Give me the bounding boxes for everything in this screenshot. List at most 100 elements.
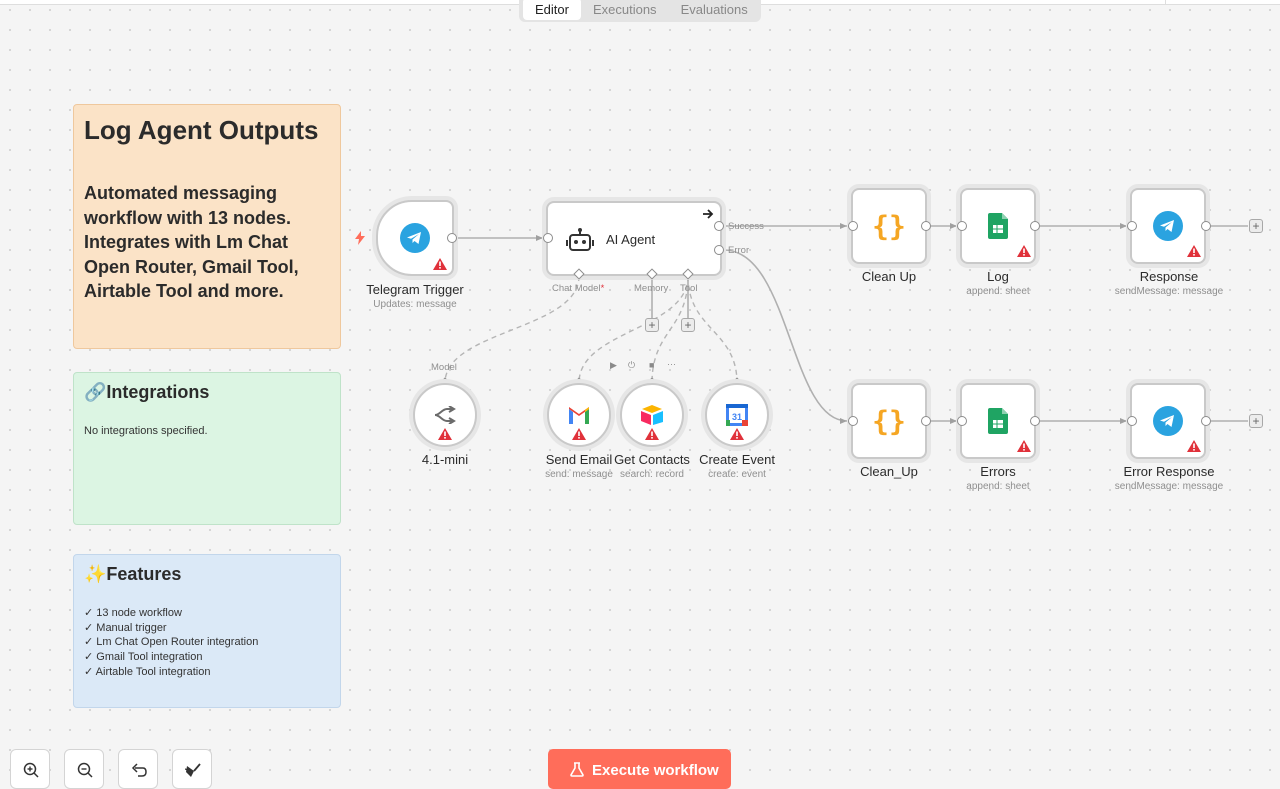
warning-icon bbox=[438, 428, 452, 440]
arrow-right-icon bbox=[703, 209, 714, 219]
wire-tool-contacts bbox=[651, 275, 689, 384]
node-subtitle: append: sheet bbox=[966, 286, 1030, 297]
error-label: Error bbox=[728, 245, 750, 256]
note-title: Log Agent Outputs bbox=[84, 115, 319, 145]
wire-model bbox=[444, 275, 580, 384]
power-icon[interactable]: ⏻ bbox=[628, 360, 636, 370]
features-item: Lm Chat Open Router integration bbox=[84, 635, 258, 650]
robot-icon bbox=[566, 228, 594, 251]
node-label: Get Contacts bbox=[614, 452, 690, 467]
node-label: 4.1-mini bbox=[421, 452, 469, 467]
model-port-label: Model bbox=[431, 362, 457, 373]
add-tool-button[interactable]: + bbox=[681, 318, 695, 332]
output-port-success[interactable] bbox=[714, 221, 724, 231]
node-ai-agent[interactable]: AI Agent bbox=[546, 201, 722, 276]
play-icon[interactable]: ▶ bbox=[610, 360, 617, 370]
warning-icon bbox=[1017, 440, 1031, 452]
node-clean-up-2[interactable]: {} bbox=[851, 383, 927, 459]
node-label: Create Event bbox=[699, 452, 775, 467]
input-port[interactable] bbox=[957, 221, 967, 231]
warning-icon bbox=[1017, 245, 1031, 257]
output-port[interactable] bbox=[1201, 416, 1211, 426]
sticky-note-main[interactable]: Log Agent Outputs Automated messaging wo… bbox=[73, 104, 341, 349]
telegram-icon bbox=[1153, 406, 1183, 436]
features-list: 13 node workflow Manual trigger Lm Chat … bbox=[84, 606, 259, 680]
zoom-out-icon bbox=[77, 762, 93, 778]
google-sheets-icon bbox=[988, 213, 1008, 239]
wire-agent-cleanup2 bbox=[723, 249, 848, 424]
node-subtitle: append: sheet bbox=[966, 481, 1030, 492]
zoom-out-button[interactable] bbox=[64, 749, 104, 789]
google-calendar-icon: 31 bbox=[726, 404, 748, 426]
view-tabs: Editor Executions Evaluations bbox=[519, 0, 761, 22]
execute-workflow-button[interactable]: Execute workflow bbox=[548, 749, 731, 789]
features-item: 13 node workflow bbox=[84, 606, 258, 621]
memory-label: Memory bbox=[634, 283, 669, 294]
warning-icon bbox=[1187, 245, 1201, 257]
features-item: Manual trigger bbox=[84, 621, 258, 636]
input-port[interactable] bbox=[543, 233, 553, 243]
input-port[interactable] bbox=[848, 416, 858, 426]
node-subtitle: Updates: message bbox=[373, 299, 457, 310]
trigger-bolt-icon bbox=[355, 231, 365, 245]
node-clean-up[interactable]: {} bbox=[851, 188, 927, 264]
output-port[interactable] bbox=[921, 416, 931, 426]
add-node-button[interactable]: + bbox=[1249, 219, 1263, 233]
add-memory-button[interactable]: + bbox=[645, 318, 659, 332]
zoom-in-button[interactable] bbox=[10, 749, 50, 789]
input-port[interactable] bbox=[1127, 416, 1137, 426]
output-port[interactable] bbox=[1201, 221, 1211, 231]
node-label: Errors bbox=[980, 464, 1016, 479]
reset-zoom-button[interactable] bbox=[118, 749, 158, 789]
tab-evaluations[interactable]: Evaluations bbox=[680, 2, 748, 17]
add-node-button[interactable]: + bbox=[1249, 414, 1263, 428]
output-port-error[interactable] bbox=[714, 245, 724, 255]
output-port[interactable] bbox=[1030, 221, 1040, 231]
integrations-text: No integrations specified. bbox=[84, 425, 208, 437]
warning-icon bbox=[1187, 440, 1201, 452]
node-label: Clean_Up bbox=[860, 464, 918, 479]
trash-icon[interactable]: ■ bbox=[649, 360, 655, 370]
warning-icon bbox=[433, 258, 447, 270]
google-sheets-icon bbox=[988, 408, 1008, 434]
flask-icon bbox=[570, 762, 584, 777]
more-icon[interactable]: ··· bbox=[667, 359, 676, 369]
tab-editor[interactable]: Editor bbox=[523, 0, 581, 20]
node-label: Response bbox=[1139, 269, 1199, 284]
warning-icon bbox=[645, 428, 659, 440]
tab-executions[interactable]: Executions bbox=[592, 2, 657, 17]
integrations-title: 🔗Integrations bbox=[84, 382, 210, 402]
code-braces-icon: {} bbox=[872, 404, 906, 438]
openrouter-icon bbox=[434, 406, 456, 424]
node-subtitle: sendMessage: message bbox=[1114, 481, 1224, 492]
execute-workflow-label: Execute workflow bbox=[592, 762, 719, 779]
input-port[interactable] bbox=[957, 416, 967, 426]
sticky-note-integrations[interactable]: 🔗Integrations No integrations specified. bbox=[73, 372, 341, 525]
success-label: Success bbox=[728, 221, 764, 232]
input-port[interactable] bbox=[848, 221, 858, 231]
svg-text:31: 31 bbox=[732, 412, 742, 422]
top-bar-separator bbox=[1165, 0, 1166, 4]
sticky-note-features[interactable]: ✨Features 13 node workflow Manual trigge… bbox=[73, 554, 341, 708]
features-title: ✨Features bbox=[84, 564, 182, 584]
tidy-up-button[interactable] bbox=[172, 749, 212, 789]
node-label: Clean Up bbox=[861, 269, 917, 284]
output-port[interactable] bbox=[921, 221, 931, 231]
warning-icon bbox=[730, 428, 744, 440]
output-port[interactable] bbox=[447, 233, 457, 243]
input-port[interactable] bbox=[1127, 221, 1137, 231]
telegram-icon bbox=[1153, 211, 1183, 241]
broom-icon bbox=[185, 763, 201, 777]
output-port[interactable] bbox=[1030, 416, 1040, 426]
note-description: Automated messaging workflow with 13 nod… bbox=[84, 183, 299, 301]
undo-icon bbox=[131, 763, 147, 777]
features-item: Gmail Tool integration bbox=[84, 650, 258, 665]
warning-icon bbox=[572, 428, 586, 440]
telegram-icon bbox=[400, 223, 430, 253]
node-label: AI Agent bbox=[606, 232, 656, 247]
node-label: Log bbox=[987, 269, 1009, 284]
node-subtitle: send: message bbox=[545, 469, 613, 480]
node-subtitle: search: record bbox=[620, 469, 684, 480]
airtable-icon bbox=[641, 405, 663, 425]
